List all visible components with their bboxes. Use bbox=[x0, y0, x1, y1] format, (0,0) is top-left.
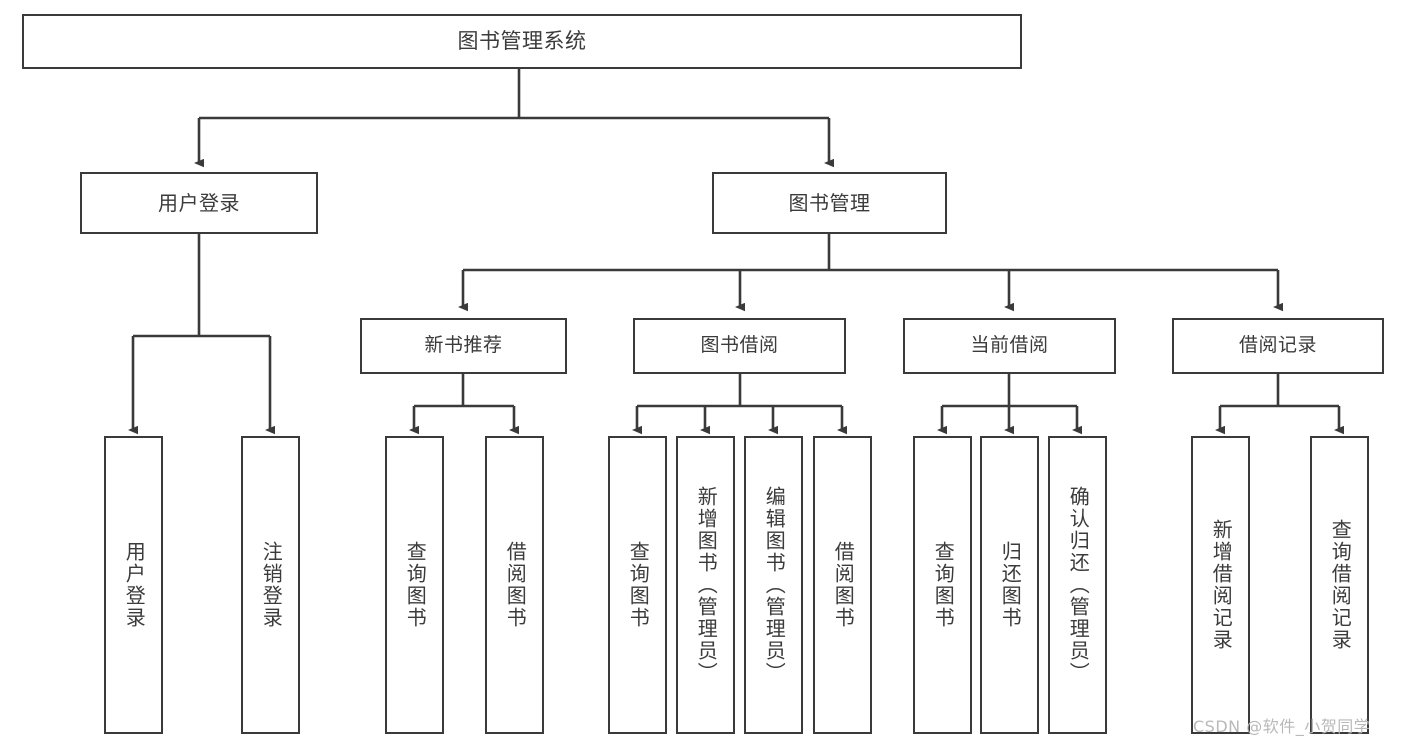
leaf-book-borrow-lend[interactable]: 借阅图书 bbox=[813, 436, 872, 734]
leaf-current-borrow-confirm-return[interactable]: 确认归还（管理员） bbox=[1048, 436, 1107, 734]
node-book-management[interactable]: 图书管理 bbox=[712, 172, 947, 234]
leaf-book-borrow-edit[interactable]: 编辑图书（管理员） bbox=[744, 436, 803, 734]
node-current-borrow-label: 当前借阅 bbox=[970, 334, 1049, 357]
node-book-borrow[interactable]: 图书借阅 bbox=[633, 318, 846, 374]
node-book-borrow-label: 图书借阅 bbox=[700, 334, 779, 357]
leaf-new-book-borrow-label: 借阅图书 bbox=[503, 541, 528, 629]
node-current-borrow[interactable]: 当前借阅 bbox=[903, 318, 1116, 374]
leaf-record-add-label: 新增借阅记录 bbox=[1209, 519, 1234, 651]
node-new-book-recommend[interactable]: 新书推荐 bbox=[360, 318, 567, 374]
leaf-user-login-signin[interactable]: 用户登录 bbox=[104, 436, 163, 734]
leaf-book-borrow-add-label: 新增图书（管理员） bbox=[694, 486, 719, 684]
node-borrow-record-label: 借阅记录 bbox=[1238, 334, 1317, 357]
node-user-login-label: 用户登录 bbox=[158, 190, 240, 215]
leaf-new-book-borrow[interactable]: 借阅图书 bbox=[485, 436, 544, 734]
watermark: CSDN @软件_小贺同学 bbox=[1193, 717, 1371, 736]
node-root[interactable]: 图书管理系统 bbox=[22, 14, 1022, 69]
leaf-user-login-signin-label: 用户登录 bbox=[122, 541, 147, 629]
leaf-user-login-signout[interactable]: 注销登录 bbox=[241, 436, 300, 734]
leaf-book-borrow-query-label: 查询图书 bbox=[626, 541, 651, 629]
leaf-book-borrow-edit-label: 编辑图书（管理员） bbox=[762, 486, 787, 684]
node-borrow-record[interactable]: 借阅记录 bbox=[1172, 318, 1384, 374]
leaf-current-borrow-return[interactable]: 归还图书 bbox=[980, 436, 1039, 734]
leaf-new-book-query[interactable]: 查询图书 bbox=[385, 436, 444, 734]
leaf-current-borrow-query[interactable]: 查询图书 bbox=[913, 436, 972, 734]
node-book-management-label: 图书管理 bbox=[788, 190, 871, 215]
leaf-book-borrow-lend-label: 借阅图书 bbox=[831, 541, 856, 629]
leaf-current-borrow-confirm-return-label: 确认归还（管理员） bbox=[1066, 486, 1091, 684]
node-new-book-recommend-label: 新书推荐 bbox=[424, 334, 503, 357]
node-root-label: 图书管理系统 bbox=[457, 29, 587, 54]
leaf-record-query-label: 查询借阅记录 bbox=[1328, 519, 1353, 651]
node-user-login[interactable]: 用户登录 bbox=[80, 172, 318, 234]
leaf-user-login-signout-label: 注销登录 bbox=[259, 541, 284, 629]
leaf-current-borrow-query-label: 查询图书 bbox=[931, 541, 956, 629]
leaf-new-book-query-label: 查询图书 bbox=[403, 541, 428, 629]
leaf-current-borrow-return-label: 归还图书 bbox=[998, 541, 1023, 629]
leaf-book-borrow-query[interactable]: 查询图书 bbox=[608, 436, 667, 734]
leaf-book-borrow-add[interactable]: 新增图书（管理员） bbox=[676, 436, 735, 734]
leaf-record-query[interactable]: 查询借阅记录 bbox=[1310, 436, 1369, 734]
leaf-record-add[interactable]: 新增借阅记录 bbox=[1191, 436, 1250, 734]
